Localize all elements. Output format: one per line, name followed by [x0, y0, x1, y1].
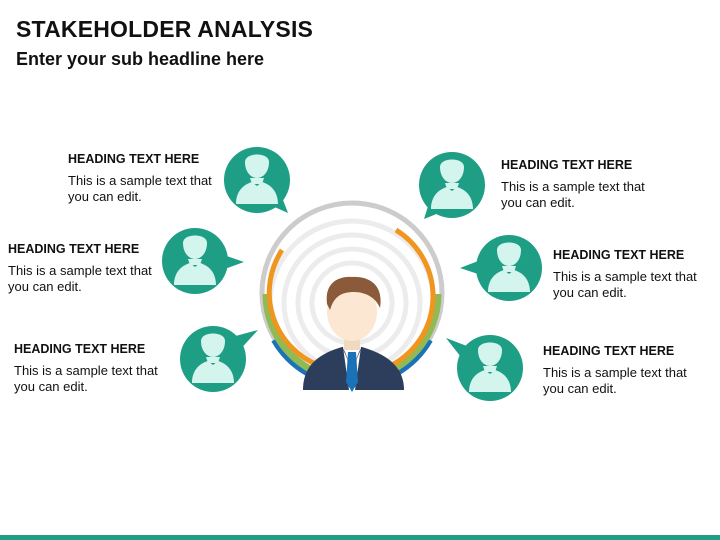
stakeholder-heading: HEADING TEXT HERE — [8, 242, 140, 256]
stakeholder-bubble-6[interactable] — [446, 335, 523, 401]
stakeholder-heading: HEADING TEXT HERE — [501, 158, 633, 172]
stakeholder-bubble-1[interactable] — [224, 147, 290, 213]
page-subtitle: Enter your sub headline here — [16, 49, 265, 69]
stakeholder-heading: HEADING TEXT HERE — [543, 344, 675, 358]
stakeholder-bubble-4[interactable] — [419, 152, 485, 219]
footer-accent-bar — [0, 535, 720, 540]
stakeholder-bubble-3[interactable] — [180, 326, 258, 392]
businessman-icon — [303, 276, 404, 392]
stakeholder-text-4: HEADING TEXT HERE This is a sample text … — [501, 157, 676, 211]
stakeholder-heading: HEADING TEXT HERE — [68, 152, 200, 166]
stakeholder-text-2: HEADING TEXT HERE This is a sample text … — [8, 241, 183, 295]
stakeholder-text-3: HEADING TEXT HERE This is a sample text … — [14, 341, 189, 395]
page-title: STAKEHOLDER ANALYSIS — [16, 16, 314, 42]
stakeholder-bubble-2[interactable] — [162, 228, 244, 294]
stakeholder-heading: HEADING TEXT HERE — [14, 342, 146, 356]
orange-arc-right — [390, 227, 436, 368]
stakeholder-text-5: HEADING TEXT HERE This is a sample text … — [553, 247, 720, 301]
stakeholder-heading: HEADING TEXT HERE — [553, 248, 685, 262]
orange-arc-left — [266, 248, 319, 368]
stakeholder-bubble-5[interactable] — [460, 235, 542, 301]
stakeholder-text-6: HEADING TEXT HERE This is a sample text … — [543, 343, 718, 397]
stakeholder-text-1: HEADING TEXT HERE This is a sample text … — [68, 151, 243, 205]
